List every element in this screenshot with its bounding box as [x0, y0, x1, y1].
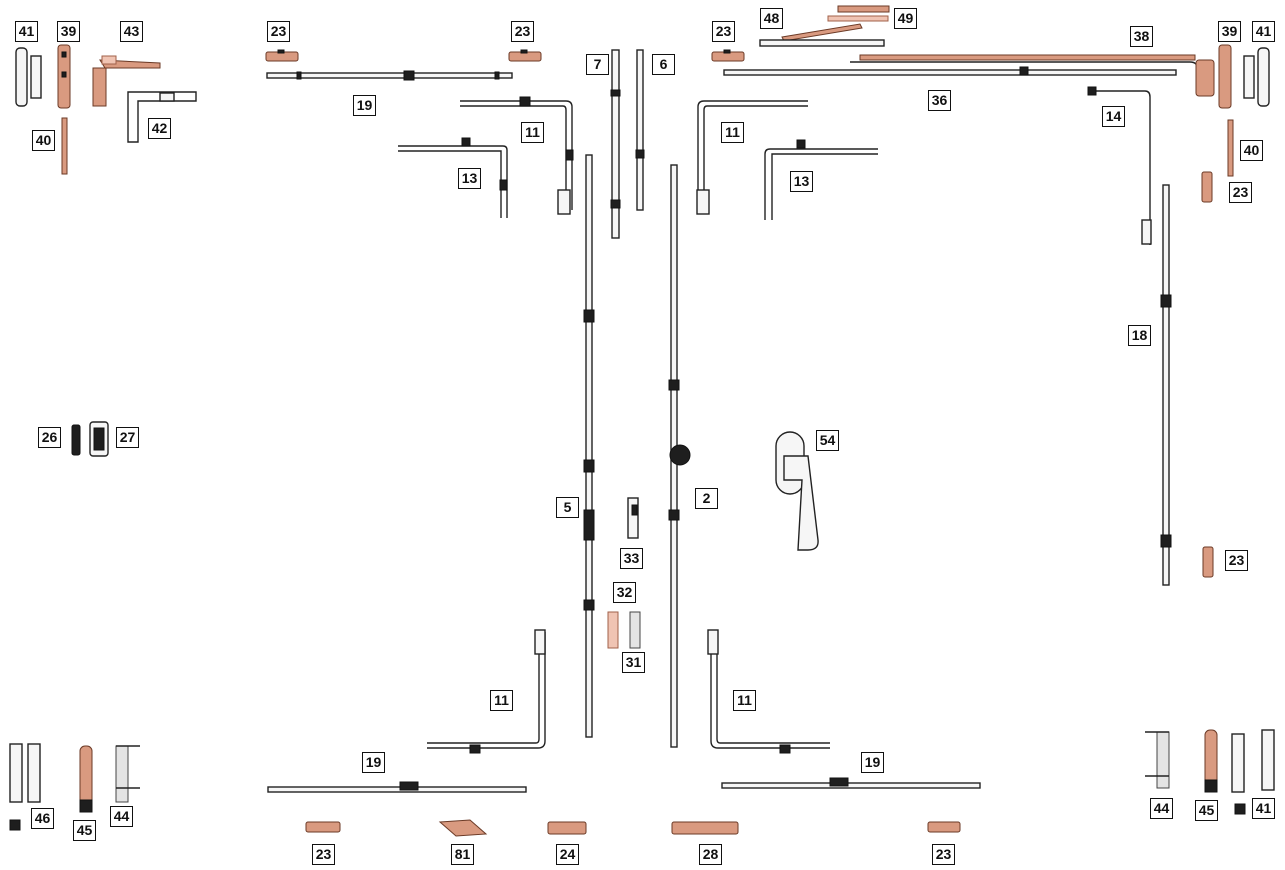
part-label-54: 54	[816, 430, 839, 451]
part-44-hinge-bottom-left	[115, 745, 140, 803]
part-40-pin-top-right	[1227, 119, 1234, 177]
part-23-keeper-top-2	[508, 49, 542, 62]
part-label-33: 33	[620, 548, 643, 569]
part-11-corner-drive-bottom-right	[707, 629, 830, 754]
part-23-keeper-right-1	[1201, 171, 1213, 203]
part-45-hinge-bottom-right	[1204, 729, 1218, 793]
part-label-18: 18	[1128, 325, 1151, 346]
part-13-corner-top-right	[764, 139, 878, 220]
part-32-keeper	[607, 611, 619, 649]
part-label-13: 13	[458, 168, 481, 189]
part-42-corner-bearing	[127, 91, 197, 143]
part-39-hinge-top-right	[1195, 44, 1232, 109]
part-11-corner-drive-top-right	[696, 100, 808, 215]
part-label-45: 45	[1195, 800, 1218, 821]
part-label-32: 32	[613, 582, 636, 603]
part-label-23: 23	[712, 21, 735, 42]
part-label-6: 6	[652, 54, 675, 75]
part-label-49: 49	[894, 8, 917, 29]
part-19-rod-bottom-right	[721, 777, 981, 789]
part-label-39: 39	[1218, 21, 1241, 42]
part-40-pin-top-left	[61, 117, 68, 175]
part-27-keeper	[89, 421, 109, 457]
part-31-keeper	[629, 611, 641, 649]
part-label-23: 23	[932, 844, 955, 865]
part-46-cover-bottom-left	[9, 743, 41, 831]
part-label-14: 14	[1102, 106, 1125, 127]
part-label-36: 36	[928, 90, 951, 111]
part-11-corner-drive-top-left	[460, 96, 574, 215]
part-label-11: 11	[521, 122, 544, 143]
part-48-stay-arm	[759, 23, 885, 47]
part-label-5: 5	[556, 497, 579, 518]
part-23-keeper-top-1	[265, 49, 299, 62]
part-41-cover-top-left	[15, 47, 42, 107]
part-label-43: 43	[120, 21, 143, 42]
part-41-cover-bottom-right	[1231, 729, 1275, 815]
part-33-lock-piece	[627, 497, 639, 539]
part-81-keeper	[438, 819, 488, 837]
part-24-keeper	[547, 821, 587, 835]
part-label-19: 19	[353, 95, 376, 116]
part-label-11: 11	[733, 690, 756, 711]
part-43-stay-hinge	[92, 55, 161, 107]
part-45-hinge-bottom-left	[79, 745, 93, 813]
part-label-39: 39	[57, 21, 80, 42]
part-label-46: 46	[31, 808, 54, 829]
part-49-stay-arm	[827, 5, 890, 22]
part-28-keeper	[671, 821, 739, 835]
part-26-keeper	[71, 424, 81, 456]
part-label-11: 11	[490, 690, 513, 711]
part-36-scissor-rod	[723, 66, 1177, 76]
part-7-connector-bar	[610, 49, 621, 239]
part-label-7: 7	[586, 54, 609, 75]
part-label-40: 40	[32, 130, 55, 151]
part-18-connector-right	[1160, 184, 1172, 586]
part-label-24: 24	[556, 844, 579, 865]
part-label-23: 23	[511, 21, 534, 42]
part-23-keeper-bottom-2	[927, 821, 961, 833]
part-label-81: 81	[451, 844, 474, 865]
part-44-hinge-bottom-right	[1145, 731, 1170, 789]
part-11-corner-drive-bottom-left	[427, 629, 546, 754]
part-41-cover-top-right	[1243, 47, 1270, 107]
part-label-13: 13	[790, 171, 813, 192]
part-19-rod-bottom-left	[267, 781, 527, 793]
part-label-19: 19	[362, 752, 385, 773]
part-label-41: 41	[15, 21, 38, 42]
part-label-44: 44	[1150, 798, 1173, 819]
part-39-hinge-top-left	[57, 44, 71, 109]
part-label-23: 23	[1225, 550, 1248, 571]
part-5-espagnolette	[583, 154, 595, 738]
part-label-28: 28	[699, 844, 722, 865]
part-13-corner-top-left	[398, 137, 508, 218]
part-19-rod-top	[266, 70, 513, 81]
part-label-42: 42	[148, 118, 171, 139]
part-label-27: 27	[116, 427, 139, 448]
part-label-45: 45	[73, 820, 96, 841]
part-label-40: 40	[1240, 140, 1263, 161]
part-23-keeper-bottom-1	[305, 821, 341, 833]
part-23-keeper-top-3	[711, 49, 745, 62]
part-label-11: 11	[721, 122, 744, 143]
part-label-41: 41	[1252, 798, 1275, 819]
part-label-41: 41	[1252, 21, 1275, 42]
part-14-corner-drive-right	[1087, 86, 1152, 245]
part-label-48: 48	[760, 8, 783, 29]
part-label-19: 19	[861, 752, 884, 773]
part-54-handle	[775, 431, 819, 551]
part-label-23: 23	[312, 844, 335, 865]
part-2-main-espagnolette	[668, 164, 691, 748]
part-label-23: 23	[1229, 182, 1252, 203]
part-label-2: 2	[695, 488, 718, 509]
part-label-44: 44	[110, 806, 133, 827]
part-label-23: 23	[267, 21, 290, 42]
part-23-keeper-right-2	[1202, 546, 1214, 578]
part-label-38: 38	[1130, 26, 1153, 47]
part-label-31: 31	[622, 652, 645, 673]
part-6-connector-bar	[635, 49, 645, 211]
part-label-26: 26	[38, 427, 61, 448]
